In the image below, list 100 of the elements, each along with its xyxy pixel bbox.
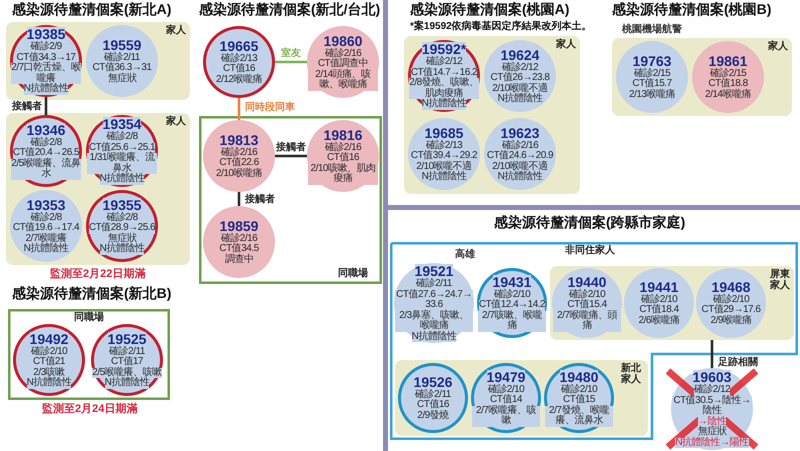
case-number: 19860 <box>324 34 362 48</box>
case-detail: CT值16 <box>223 64 255 75</box>
case-detail: N抗體陰性 <box>422 99 466 110</box>
case-detail: N抗體陰性 <box>104 378 150 388</box>
case-detail: CT值12.4→14.2 <box>478 300 546 310</box>
case-detail: N抗體陰性 <box>412 332 456 342</box>
case-detail: 確診2/15 <box>634 68 670 80</box>
connector-line <box>275 154 307 158</box>
case-detail: 確診2/11 <box>109 346 145 357</box>
group-label: 家人 <box>767 41 789 52</box>
side-note: 高雄 <box>455 249 475 260</box>
group-panel <box>550 266 794 340</box>
case-detail: 確診2/13 <box>426 140 462 151</box>
case-number: 19859 <box>220 218 258 234</box>
group-panel <box>612 38 792 116</box>
case-detail: 2/9發燒 <box>417 410 449 422</box>
case-circle <box>10 115 82 187</box>
case-detail: 確診2/13 <box>220 54 258 64</box>
group-label: 同職場 <box>337 268 369 279</box>
panel-title: 感染源待釐清個案(桃園A) <box>410 1 570 18</box>
edge-label: 足跡相關 <box>718 357 758 368</box>
monitoring-note: 監測至2月22日期滿 <box>50 268 146 282</box>
edge-label: 同時段同車 <box>245 102 295 113</box>
case-detail: 確診2/10 <box>494 290 530 300</box>
case-detail: CT值19.6→17.4 <box>12 223 80 234</box>
case-number: 19816 <box>324 128 362 142</box>
case-detail: 確診2/8 <box>30 212 62 223</box>
case-detail: CT值26→23.8 <box>490 73 550 84</box>
case-detail: 無症狀 <box>108 74 136 84</box>
case-circle <box>471 363 541 433</box>
case-detail: 確診2/12 <box>694 385 730 396</box>
case-circle <box>544 363 614 433</box>
case-detail: N抗體陰性 <box>24 84 68 95</box>
case-detail: CT值21 <box>33 357 65 368</box>
case-number: 19526 <box>414 374 452 390</box>
case-detail: 確診2/16 <box>324 142 362 153</box>
group-frame <box>8 309 170 400</box>
case-number: 19559 <box>102 38 142 53</box>
case-circle <box>552 268 622 338</box>
group-panel <box>6 22 190 100</box>
panel-title: 感染源待釐清個案(新北B) <box>12 285 172 302</box>
case-detail: CT值18.4 <box>639 305 679 316</box>
case-detail: 無症狀 <box>698 427 726 438</box>
case-detail: CT值18.8 <box>708 79 748 90</box>
case-detail: 2/14喉嚨痛 <box>705 90 751 100</box>
case-detail: 2/7喉嚨痛、頭痛 <box>553 310 621 332</box>
case-number: 19355 <box>102 198 142 212</box>
case-detail: 無症狀 <box>108 234 136 244</box>
case-number: 19623 <box>500 126 540 140</box>
edge-label: 室友 <box>281 48 301 59</box>
case-detail: 2/10喉嚨不適 <box>492 84 548 94</box>
edge-label: 接觸者 <box>12 101 42 112</box>
connector-line <box>710 340 714 368</box>
case-detail: 2/7發燒、喉嚨癢、流鼻水 <box>545 406 613 426</box>
group-panel <box>6 113 190 265</box>
case-detail: CT值15.4 <box>567 300 607 310</box>
case-circle <box>10 25 82 97</box>
case-number: 19468 <box>712 280 750 295</box>
edge-label: 接觸者 <box>276 142 306 153</box>
case-detail: 確診2/15 <box>710 68 746 80</box>
case-circle <box>86 115 158 187</box>
case-detail: 2/5喉嚨癢、咳嗽 <box>92 368 162 378</box>
case-number: 19431 <box>492 274 532 290</box>
case-number: 19685 <box>424 126 464 140</box>
group-label: 家人 <box>165 25 187 36</box>
case-detail: 2/10咳嗽、肌肉痠痛 <box>308 164 378 184</box>
case-detail: 2/12喉嚨痛 <box>216 74 262 86</box>
case-number: 19763 <box>632 54 672 69</box>
case-detail: N抗體陰性 <box>498 94 542 104</box>
case-number: 19480 <box>560 370 598 384</box>
group-label: 非同住家人 <box>564 245 616 256</box>
case-detail: 2/10喉嚨痛 <box>216 168 262 180</box>
case-number: 19665 <box>220 38 258 54</box>
case-detail: 2/10喉嚨不適 <box>492 162 548 172</box>
case-number: 19861 <box>708 54 748 69</box>
case-number: 19346 <box>26 122 66 138</box>
case-detail: 確診2/8 <box>30 138 62 148</box>
case-number: 19441 <box>640 280 678 295</box>
case-detail: CT值調查中 <box>318 59 368 70</box>
panel-title: 感染源待釐清個案(跨縣市家庭) <box>494 214 686 231</box>
case-detail: 調查中 <box>224 254 254 266</box>
case-detail: 確診2/11 <box>415 390 451 400</box>
case-detail: 確診2/10 <box>640 294 678 306</box>
case-detail: N抗體陰性 <box>26 378 72 388</box>
case-detail: 確診2/10 <box>568 290 606 300</box>
case-detail: CT值36.3→31 <box>92 63 152 74</box>
panel-title: 感染源待釐清個案(桃園B) <box>612 1 772 18</box>
case-detail: 2/7喉嚨癢、咳嗽 <box>472 406 540 426</box>
case-detail: N抗體陰性 <box>422 172 466 182</box>
case-detail: CT值22.6 <box>219 158 259 169</box>
connector-line <box>44 97 48 115</box>
case-detail: 確診2/16 <box>220 148 258 158</box>
case-detail: 確診2/9 <box>30 42 62 53</box>
case-detail: CT值17 <box>111 357 143 368</box>
case-number: 19353 <box>26 198 66 212</box>
case-detail: 2/13喉嚨痛 <box>629 90 675 100</box>
case-detail: 確診2/10 <box>30 346 68 357</box>
case-detail: CT值27.6→24.7→33.6 <box>395 290 473 310</box>
panel-title: 感染源待釐清個案(新北A) <box>12 1 172 18</box>
case-detail: CT值16 <box>327 153 359 164</box>
